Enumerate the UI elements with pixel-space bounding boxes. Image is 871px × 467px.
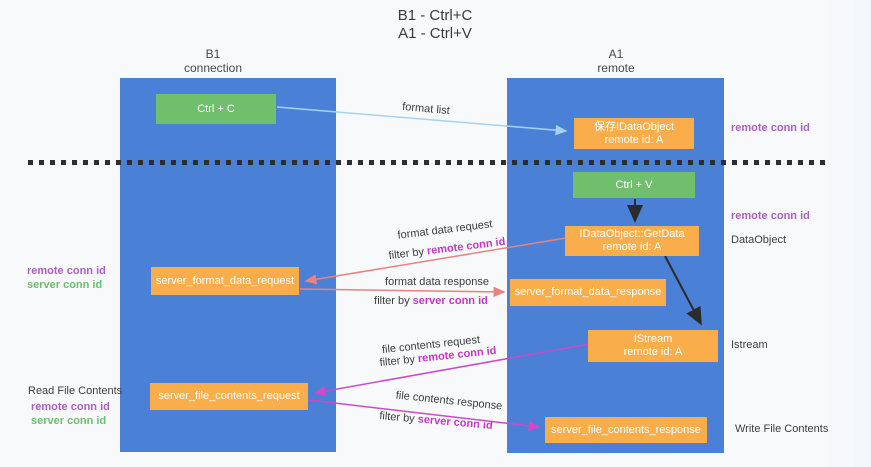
node-ctrl-v: Ctrl + V [573,172,695,198]
node-save-dataobject-line2: remote id: A [604,133,664,146]
node-file-response-label: server_file_contents_response [551,423,701,436]
label-remote-conn-id-right-top: remote conn id [731,122,810,134]
node-istream-line2: remote id: A [623,346,683,358]
node-save-dataobject-line1: 保存IDataObject [593,120,675,133]
msg-format-data-response: format data response [385,276,489,288]
label-remote-conn-id-right-mid: remote conn id [731,210,810,222]
label-write-file-contents: Write File Contents [735,423,829,435]
node-server-format-data-request: server_format_data_request [151,267,299,295]
msg-format-list: format list [401,100,451,118]
label-dataobject: DataObject [731,234,787,246]
label-server-conn-id-left-2: server conn id [31,415,107,427]
column-a1-role: remote [597,61,635,75]
node-server-file-contents-response: server_file_contents_response [545,417,707,443]
msg-filter-by-server-conn-id-2: filter by server conn id [379,410,493,432]
server-conn-id-highlight: server conn id [412,295,488,307]
title-line-2: A1 - Ctrl+V [398,25,472,42]
diagram-title: B1 - Ctrl+C A1 - Ctrl+V [335,7,535,43]
label-remote-conn-id-left-1: remote conn id [27,265,106,277]
node-getdata-line1: IDataObject::GetData [579,228,685,240]
msg-filter-by-server-conn-id-1: filter by server conn id [374,295,488,307]
column-b1-name: B1 [205,47,221,61]
server-conn-id-highlight: server conn id [417,413,494,432]
machine-boundary-dashed-line [28,160,830,165]
filter-by-text: filter by [374,295,410,307]
label-group-conn-ids-1: remote conn id server conn id [27,264,106,292]
label-group-conn-ids-2: remote conn id server conn id [31,400,110,428]
remote-conn-id-highlight: remote conn id [426,235,506,258]
label-server-conn-id-left-1: server conn id [27,279,103,291]
node-server-format-data-response: server_format_data_response [510,279,666,306]
node-getdata-line2: remote id: A [602,241,662,253]
node-istream: IStream remote id: A [588,330,718,362]
msg-file-contents-response: file contents response [395,389,503,413]
node-server-file-contents-request: server_file_contents_request [150,383,308,410]
column-b1-role: connection [183,61,243,75]
label-read-file-contents: Read File Contents [28,385,123,397]
label-remote-conn-id-left-2: remote conn id [31,401,110,413]
node-idataobject-getdata: IDataObject::GetData remote id: A [565,226,699,256]
node-format-request-label: server_format_data_request [155,274,295,287]
label-istream-side: Istream [731,339,768,351]
column-a1-name: A1 [608,47,624,61]
node-ctrl-c-label: Ctrl + C [197,102,235,115]
node-save-dataobject: 保存IDataObject remote id: A [574,118,694,149]
title-line-1: B1 - Ctrl+C [397,7,473,24]
node-format-response-label: server_format_data_response [514,286,662,298]
node-file-request-label: server_file_contents_request [158,390,300,402]
filter-by-text: filter by [378,410,416,426]
filter-by-text: filter by [379,353,416,370]
node-ctrl-c: Ctrl + C [156,94,276,124]
column-header-a1: A1 remote [566,47,666,75]
filter-by-text: filter by [388,245,425,263]
column-header-b1: B1 connection [163,47,263,75]
node-ctrl-v-label: Ctrl + V [615,178,653,191]
node-istream-line1: IStream [633,333,673,345]
